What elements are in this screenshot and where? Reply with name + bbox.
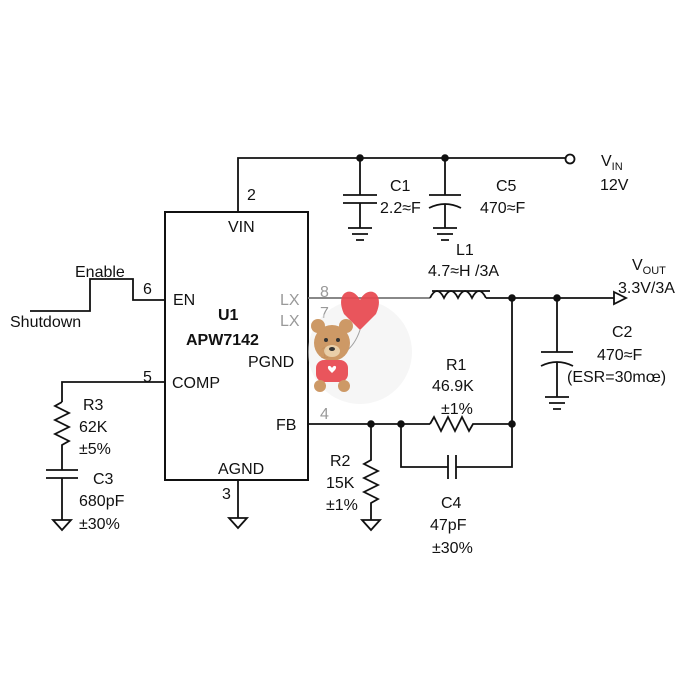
- shutdown-label: Shutdown: [10, 314, 81, 331]
- c3-value: 680pF: [79, 493, 125, 510]
- enable-switch-wire: [30, 278, 165, 312]
- resistor-r3: [52, 401, 72, 470]
- vin-terminal[interactable]: [564, 153, 576, 165]
- pin-name-fb: FB: [276, 417, 296, 434]
- pin-num-lx2: 7: [320, 305, 329, 322]
- teddy-bear-watermark-icon: [308, 291, 412, 404]
- l1-ref: L1: [456, 242, 474, 259]
- r2-value: 15K: [326, 475, 355, 492]
- l1-value: 4.7≈H /3A: [428, 263, 499, 280]
- enable-label: Enable: [75, 264, 125, 281]
- inductor-l1: [429, 290, 490, 301]
- c4-ref: C4: [441, 495, 462, 512]
- r1-ref: R1: [446, 357, 467, 374]
- c2-ref: C2: [612, 324, 633, 341]
- resistor-r1: [429, 414, 512, 434]
- vout-arrow-icon: [613, 290, 629, 306]
- capacitor-c5: [428, 158, 462, 241]
- chip-part: APW7142: [186, 332, 259, 349]
- capacitor-c2: [540, 298, 574, 410]
- pin-num-fb: 4: [320, 406, 329, 423]
- pin-name-vin: VIN: [228, 219, 255, 236]
- pin-num-agnd: 3: [222, 486, 231, 503]
- c2-value: 470≈F: [597, 347, 642, 364]
- c1-ref: C1: [390, 178, 411, 195]
- c5-value: 470≈F: [480, 200, 525, 217]
- r1-value: 46.9K: [432, 378, 474, 395]
- c3-tol: ±30%: [79, 516, 120, 533]
- pin-name-pgnd: PGND: [248, 354, 294, 371]
- c4-value: 47pF: [430, 517, 467, 534]
- pin-num-en: 6: [143, 281, 152, 298]
- agnd-ground-icon: [226, 480, 250, 530]
- pin-num-comp: 5: [143, 369, 152, 386]
- pin-num-lx1: 8: [320, 284, 329, 301]
- capacitor-c3: [46, 469, 78, 532]
- vin-value: 12V: [600, 177, 629, 194]
- pin-name-lx1: LX: [280, 292, 300, 309]
- r2-ref: R2: [330, 453, 351, 470]
- vout-value: 3.3V/3A: [618, 280, 675, 297]
- capacitor-c1: [343, 158, 377, 241]
- resistor-r2: [359, 424, 383, 532]
- r2-tol: ±1%: [326, 497, 358, 514]
- c3-ref: C3: [93, 471, 114, 488]
- r3-value: 62K: [79, 419, 108, 436]
- pin-name-agnd: AGND: [218, 461, 264, 478]
- vout-label: VOUT: [632, 257, 666, 277]
- chip-ref: U1: [218, 307, 239, 324]
- r1-tol: ±1%: [441, 401, 473, 418]
- comp-wire: [61, 381, 165, 402]
- c5-ref: C5: [496, 178, 517, 195]
- r3-tol: ±5%: [79, 441, 111, 458]
- pin-name-en: EN: [173, 292, 195, 309]
- vin-label: VIN: [601, 153, 623, 173]
- ic-body: [164, 211, 309, 481]
- pin-name-comp: COMP: [172, 375, 220, 392]
- capacitor-c4: [400, 424, 513, 479]
- c4-tol: ±30%: [432, 540, 473, 557]
- pin-name-lx2: LX: [280, 313, 300, 330]
- r3-ref: R3: [83, 397, 104, 414]
- pin-num-vin: 2: [247, 187, 256, 204]
- c1-value: 2.2≈F: [380, 200, 421, 217]
- vin-rail-wire: [237, 157, 566, 212]
- c2-note: (ESR=30mœ): [567, 369, 666, 386]
